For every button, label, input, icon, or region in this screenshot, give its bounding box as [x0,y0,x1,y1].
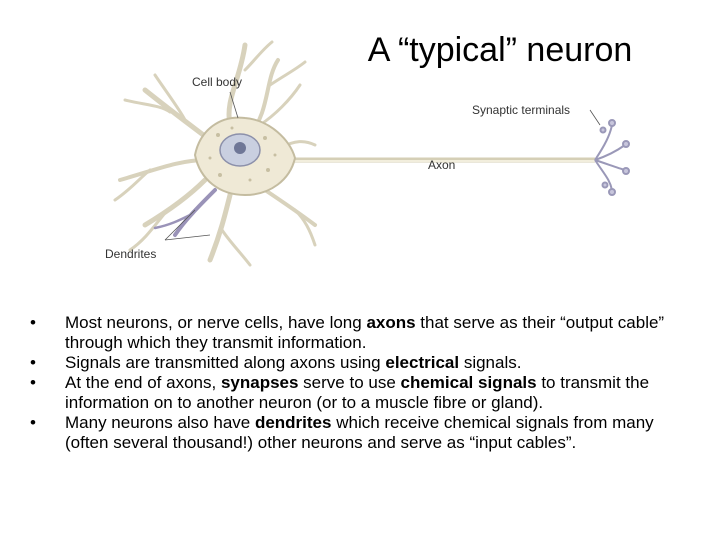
leader-lines [164,91,601,241]
label-cell-body: Cell body [192,75,242,89]
bullet-list: • Most neurons, or nerve cells, have lon… [30,313,690,453]
slide-title: A “typical” neuron [367,31,633,69]
bullet-text: Signals are transmitted along axons usin… [65,353,522,372]
bullet-text: At the end of axons, synapses serve to u… [65,373,650,412]
bullet-marker: • [30,373,36,392]
bullet-marker: • [30,353,36,372]
dendrite-branches-purple [153,188,217,237]
label-axon: Axon [428,158,455,172]
label-synaptic-terminals: Synaptic terminals [472,103,570,117]
organelles [208,126,277,182]
neuron-diagram: Cell body Synaptic terminals Axon Dendri… [100,30,630,275]
bullet-marker: • [30,313,36,332]
bullet-item: • Many neurons also have dendrites which… [30,413,690,453]
bullet-item: • Most neurons, or nerve cells, have lon… [30,313,690,353]
label-dendrites: Dendrites [105,247,156,261]
bullet-item: • Signals are transmitted along axons us… [30,353,690,373]
bullet-text: Most neurons, or nerve cells, have long … [65,313,665,352]
neuron-illustration: Cell body Synaptic terminals Axon Dendri… [105,40,630,267]
synaptic-terminals [594,119,630,196]
bullet-marker: • [30,413,36,432]
bullet-item: • At the end of axons, synapses serve to… [30,373,690,413]
bullet-text: Many neurons also have dendrites which r… [65,413,654,452]
